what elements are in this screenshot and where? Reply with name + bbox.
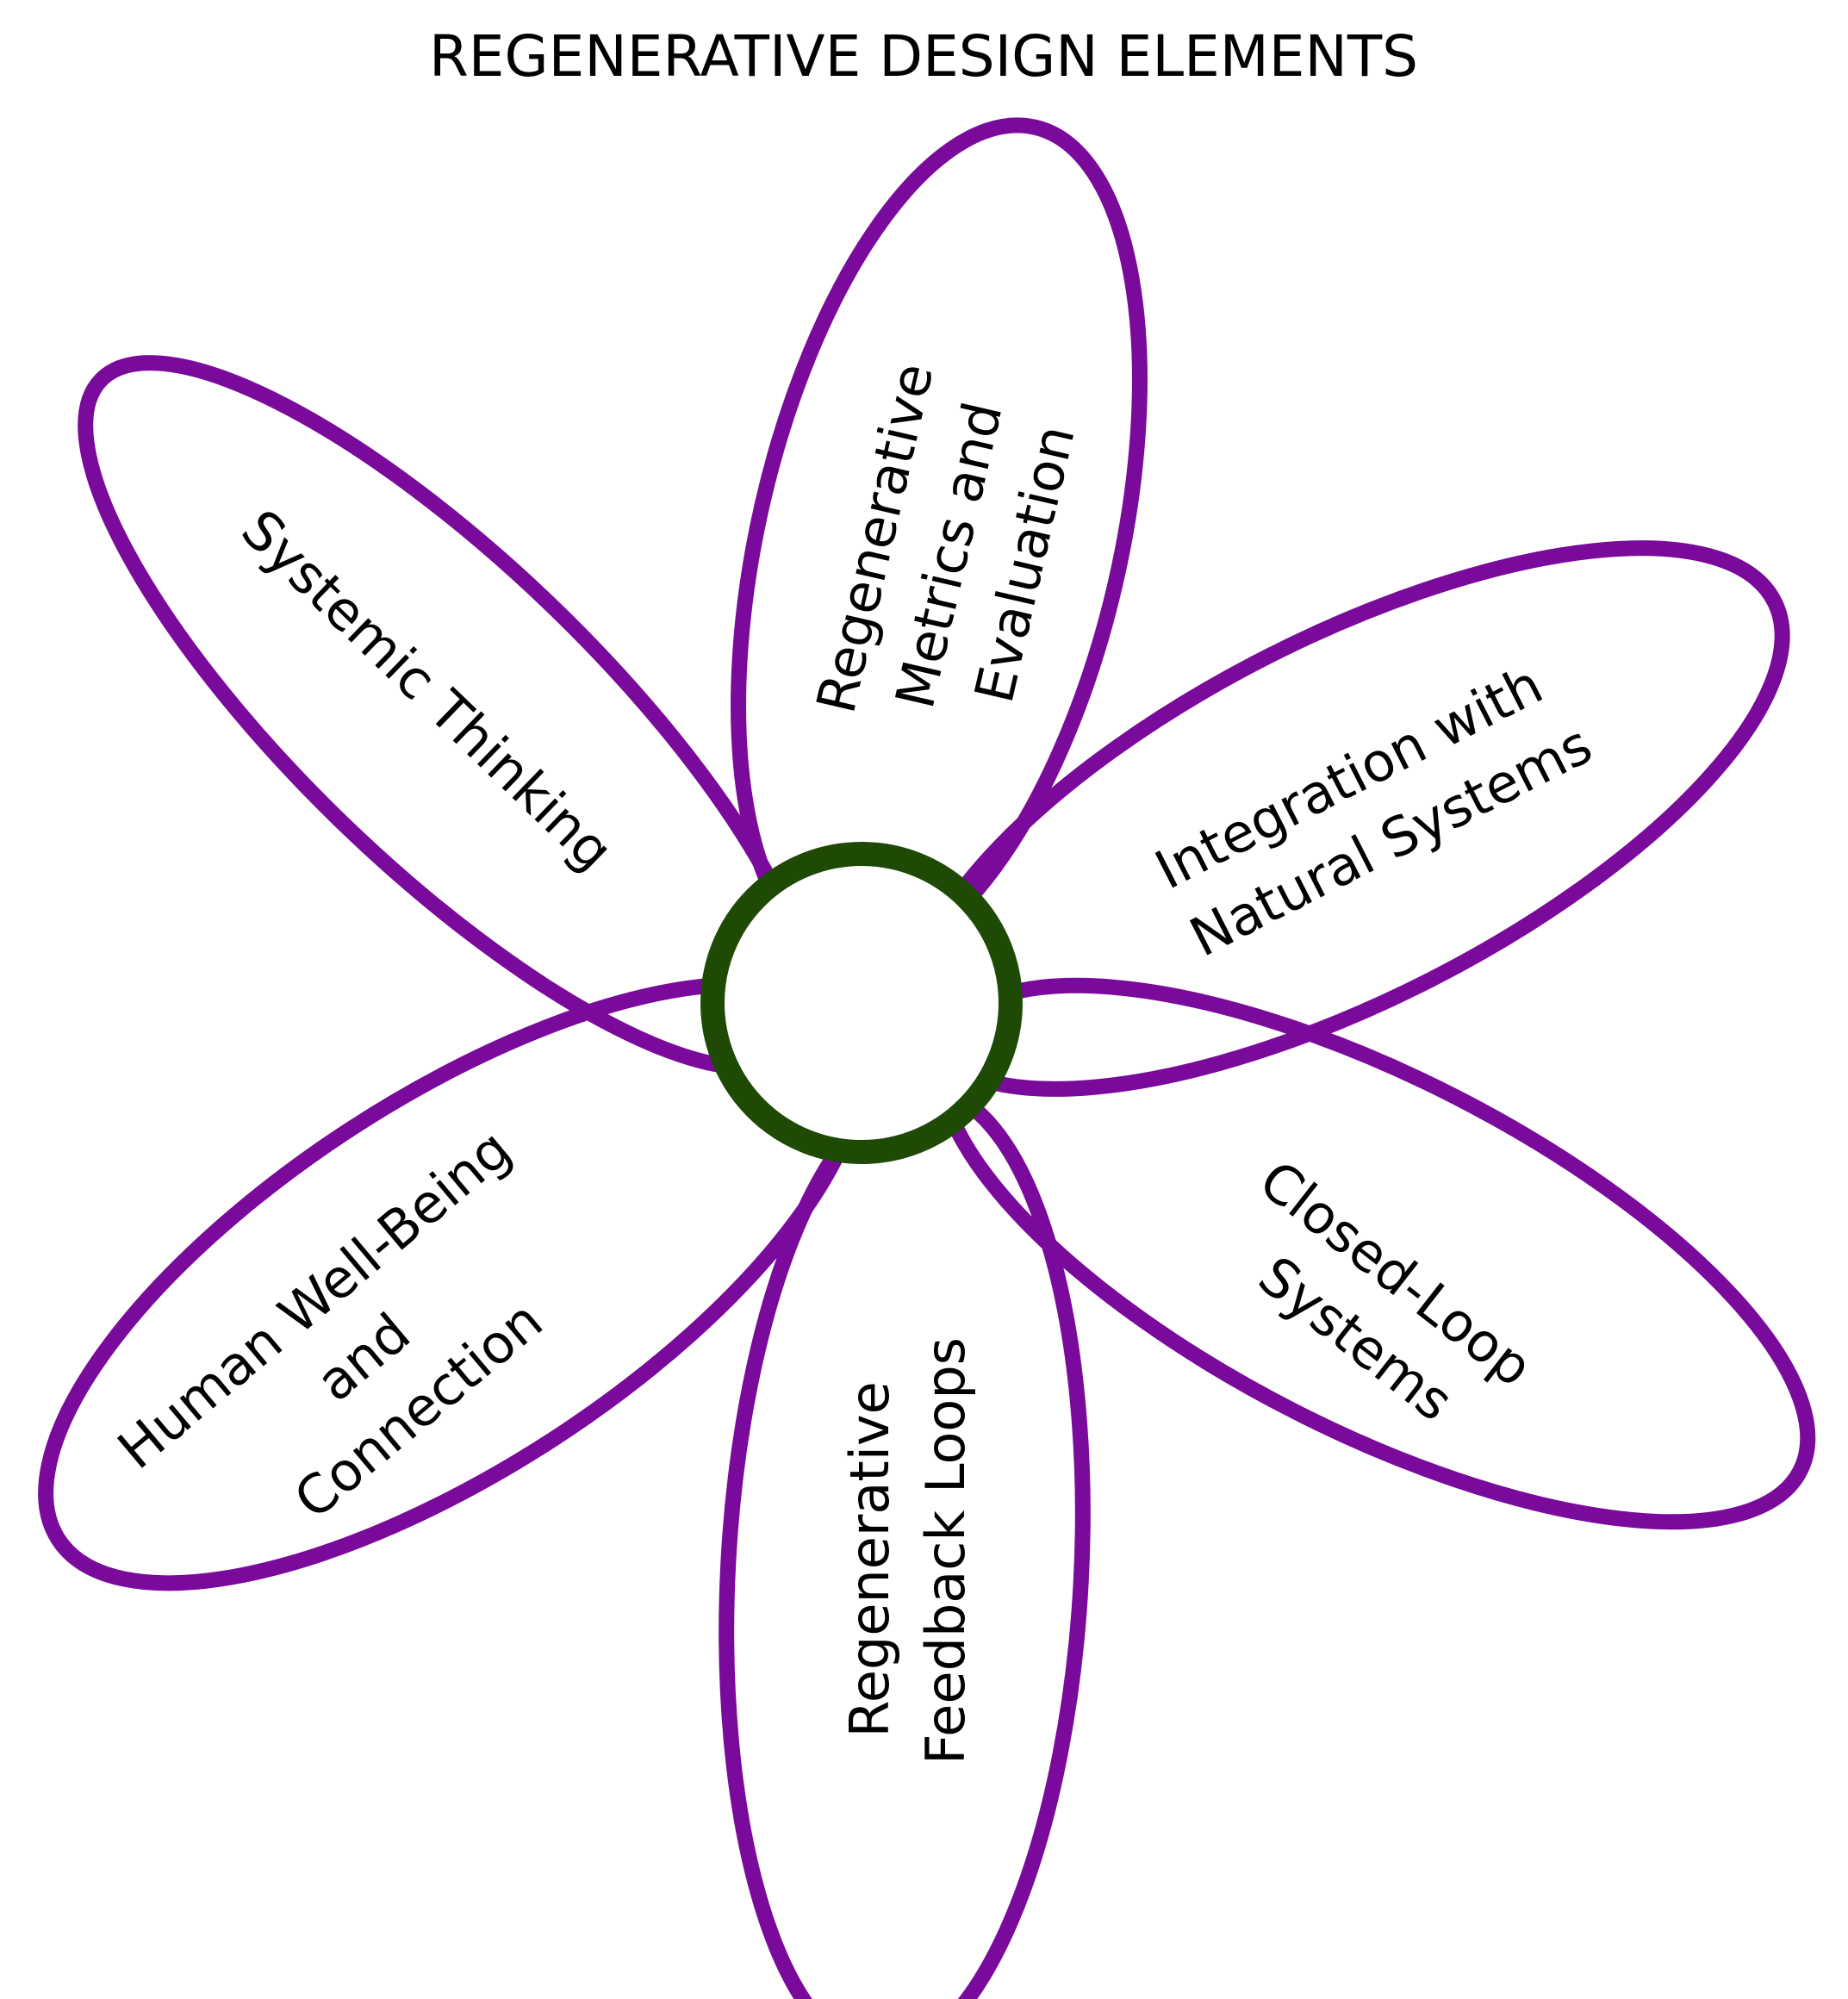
label-systemic-thinking: Systemic Thinking (230, 497, 625, 882)
label-line: Feedback Loops (914, 1337, 977, 1765)
label-regenerative-feedback-loops: Regenerative Feedback Loops (838, 1337, 977, 1765)
label-line: Regenerative (838, 1381, 901, 1737)
label-human-well-being: Human Well-Being and Connection (106, 1106, 633, 1597)
petal-regenerative-feedback-loops (719, 1082, 1091, 1999)
diagram-title: REGENERATIVE DESIGN ELEMENTS (429, 23, 1418, 90)
label-line: Systemic Thinking (230, 497, 625, 882)
label-closed-loop-systems: Closed-Loop Systems (1201, 1149, 1558, 1470)
label-line: Human Well-Being (106, 1118, 523, 1482)
label-regenerative-metrics: Regenerative Metrics and Evaluation (805, 341, 1098, 753)
flower-center-circle (700, 842, 1023, 1164)
